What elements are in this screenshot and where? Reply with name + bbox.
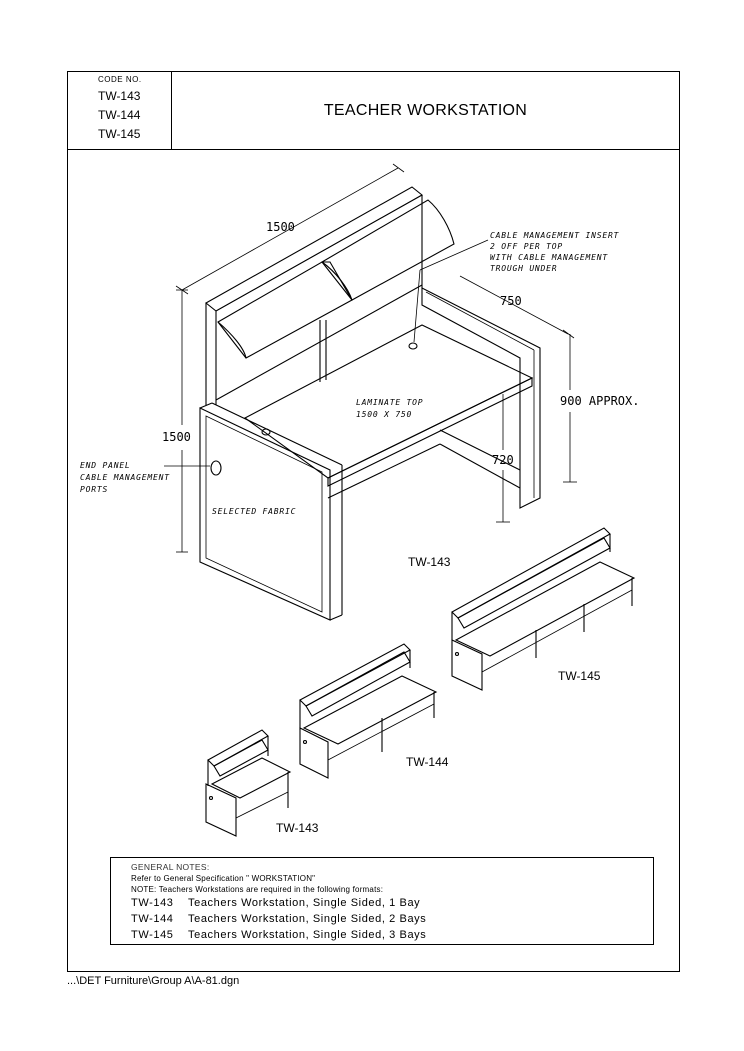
notes-row-desc: Teachers Workstation, Single Sided, 1 Ba…	[188, 897, 421, 909]
callout-cable-line: 2 OFF PER TOP	[490, 242, 563, 251]
callout-cable-line: WITH CABLE MANAGEMENT	[490, 253, 608, 262]
mini-workstation-tw144	[299, 643, 438, 779]
mini-top	[302, 675, 438, 745]
mini-end-panel	[205, 783, 237, 837]
notes-row-desc: Teachers Workstation, Single Sided, 2 Ba…	[188, 913, 427, 925]
right-panel-inner	[425, 291, 535, 351]
drawing-sheet: CODE NO. TW-143 TW-144 TW-145 TEACHER WO…	[67, 71, 680, 972]
mini-end-panel	[299, 727, 329, 779]
mini-workstation-tw143	[205, 729, 292, 837]
notes-reference: Refer to General Specification " WORKSTA…	[131, 874, 316, 883]
end-panel-port-icon	[210, 460, 222, 476]
shelf-left-curve	[217, 321, 247, 359]
drawing-title: TEACHER WORKSTATION	[323, 101, 528, 119]
mini-shelf	[305, 651, 411, 717]
mini-screen	[299, 643, 411, 707]
title-block: CODE NO. TW-143 TW-144 TW-145 TEACHER WO…	[68, 72, 679, 150]
general-notes: GENERAL NOTES: Refer to General Specific…	[110, 857, 654, 945]
main-workstation	[199, 186, 541, 621]
leader-line	[419, 239, 489, 271]
screen-top-edge	[205, 186, 423, 312]
code-label: CODE NO.	[98, 75, 142, 84]
mini-workstation-tw145	[451, 527, 636, 691]
notes-heading: GENERAL NOTES:	[131, 862, 210, 872]
shelf-right	[321, 199, 455, 301]
code-item: TW-143	[98, 89, 141, 103]
panel-top-edge	[211, 402, 343, 466]
mini-shelf	[213, 739, 269, 777]
dim-label-900: 900 APPROX.	[560, 394, 639, 408]
right-end-panel	[421, 287, 541, 509]
notes-row-desc: Teachers Workstation, Single Sided, 3 Ba…	[188, 929, 427, 941]
mini-top	[454, 561, 636, 657]
callout-fabric: SELECTED FABRIC	[212, 507, 296, 516]
mini-end-panel	[451, 639, 483, 691]
notes-row: TW-143 Teachers Workstation, Single Sided…	[131, 895, 653, 911]
leader-line	[413, 269, 421, 343]
notes-row-code: TW-143	[131, 897, 174, 909]
dim-tick	[562, 329, 575, 339]
mini-screen	[451, 527, 611, 619]
modesty-rail	[439, 429, 521, 471]
shelf-left	[217, 261, 353, 359]
callout-top-line: LAMINATE TOP	[356, 398, 423, 407]
dimensions	[164, 163, 577, 553]
dim-label-width: 1500	[266, 220, 295, 234]
mini-rail	[235, 791, 289, 819]
mini-port-icon	[208, 795, 214, 801]
mini-screen	[207, 729, 269, 767]
code-item: TW-145	[98, 127, 141, 141]
screen-bottom	[215, 284, 423, 401]
panel-bottom-edge	[329, 614, 343, 621]
modesty-rail	[327, 443, 441, 499]
mini-shelf	[457, 537, 611, 629]
panel-top-edge	[199, 402, 213, 409]
callout-cable-line: TROUGH UNDER	[490, 264, 557, 273]
dim-line-width	[181, 167, 399, 291]
code-cell: CODE NO. TW-143 TW-144 TW-145	[68, 72, 172, 149]
dim-label-height: 1500	[162, 430, 191, 444]
mini-rail	[327, 703, 435, 761]
cable-port-icon	[408, 342, 418, 350]
model-label-main: TW-143	[408, 555, 451, 569]
notes-note: NOTE: Teachers Workstations are required…	[131, 885, 384, 894]
file-path: ...\DET Furniture\Group A\A-81.dgn	[67, 975, 240, 987]
notes-row-code: TW-144	[131, 913, 174, 925]
model-label-tw143: TW-143	[276, 821, 319, 835]
callout-cable-line: CABLE MANAGEMENT INSERT	[490, 231, 620, 240]
callout-endpanel-line: END PANEL	[80, 461, 131, 470]
notes-row: TW-145 Teachers Workstation, Single Sided…	[131, 927, 653, 943]
shelf-right-curve	[321, 261, 353, 301]
dim-tick	[392, 163, 405, 173]
dim-label-depth: 750	[500, 294, 522, 308]
desk-edge	[327, 377, 533, 487]
modesty-rail	[439, 443, 521, 489]
mini-top	[210, 757, 292, 799]
code-item: TW-144	[98, 108, 141, 122]
model-label-tw145: TW-145	[558, 669, 601, 683]
notes-row-code: TW-145	[131, 929, 174, 941]
mini-port-icon	[302, 739, 308, 745]
dim-label-720: 720	[492, 453, 514, 467]
notes-row: TW-144 Teachers Workstation, Single Sided…	[131, 911, 653, 927]
screen-face	[215, 194, 423, 312]
dim-line-depth	[459, 275, 569, 335]
mini-port-icon	[454, 651, 460, 657]
model-label-tw144: TW-144	[406, 755, 449, 769]
mini-rail	[481, 589, 633, 673]
left-panel-inner	[205, 415, 323, 613]
callout-endpanel-line: PORTS	[80, 485, 108, 494]
callout-top-line: 1500 X 750	[356, 410, 412, 419]
callout-endpanel-line: CABLE MANAGEMENT	[80, 473, 170, 482]
